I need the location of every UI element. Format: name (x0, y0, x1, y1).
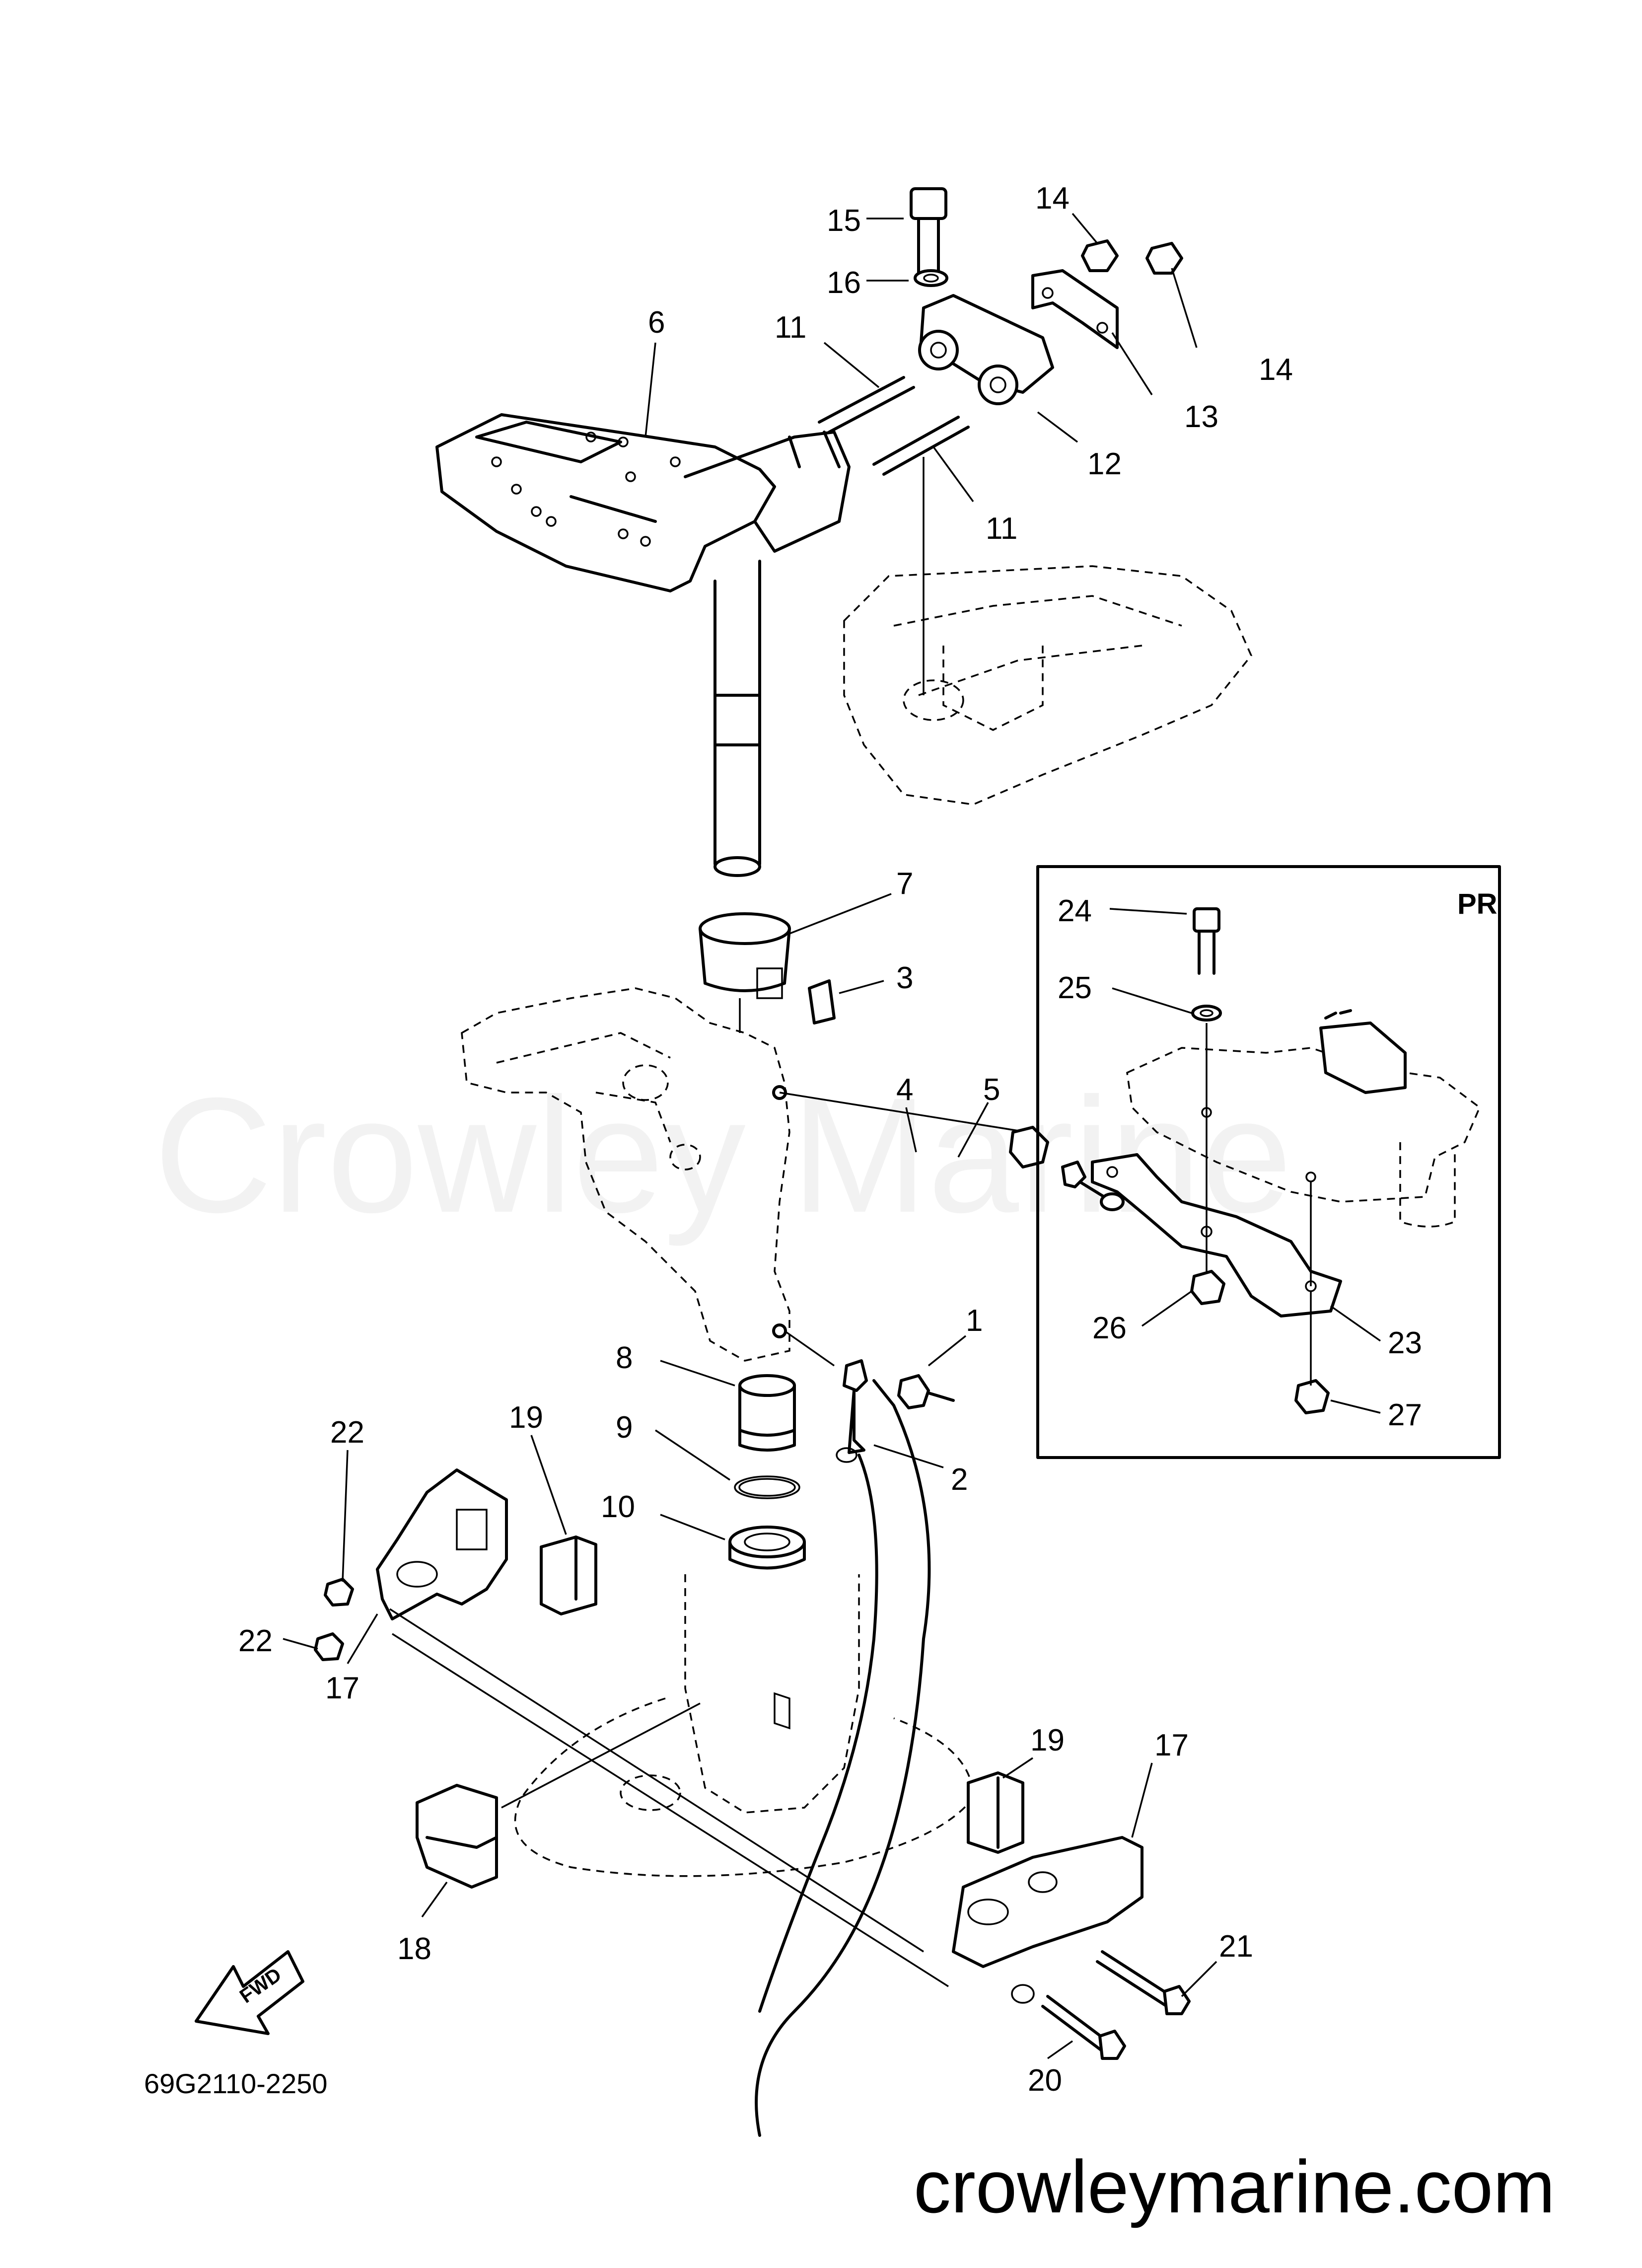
callout-8: 8 (616, 1341, 633, 1375)
callout-3: 3 (896, 961, 913, 995)
bushing (699, 912, 836, 1024)
inset-label: PR (1457, 888, 1498, 920)
callout-17a: 17 (325, 1671, 359, 1705)
callout-19a: 19 (509, 1400, 543, 1435)
fwd-arrow-icon: FWD (195, 1950, 304, 2035)
damper-mount (918, 294, 1054, 405)
pr-inset: PR (1036, 865, 1501, 1459)
rubber-blocks (540, 1536, 1024, 1854)
clamp-left (376, 1468, 949, 1987)
callout-1: 1 (966, 1304, 983, 1338)
mount-plate (1031, 269, 1119, 349)
upper-casing (843, 457, 1253, 805)
callout-11a: 11 (775, 310, 806, 345)
callout-4: 4 (896, 1073, 913, 1107)
callout-11b: 11 (986, 512, 1017, 546)
lower-unit (514, 1574, 974, 1877)
callout-16: 16 (827, 266, 861, 300)
callout-6: 6 (648, 305, 665, 340)
callout-10: 10 (601, 1490, 635, 1524)
clamp-right (952, 1836, 1143, 1968)
callout-26: 26 (1092, 1311, 1127, 1345)
callout-9: 9 (616, 1410, 633, 1445)
diagram-code: 69G2110-2250 (144, 2068, 328, 2099)
ground-wire (755, 1359, 955, 2137)
callout-13: 13 (1184, 400, 1218, 434)
lower-bushings (728, 1374, 806, 1570)
callout-23: 23 (1388, 1326, 1422, 1360)
leader-lines (283, 213, 1381, 2059)
watermark-text: Crowley Marine (154, 1063, 1292, 1247)
steering-bracket (435, 413, 851, 877)
hardware-top (910, 187, 1183, 287)
swivel-bracket (461, 987, 1028, 1367)
website-text: crowleymarine.com (914, 2145, 1555, 2228)
callout-24: 24 (1058, 894, 1092, 928)
clamp-bolts (1011, 1950, 1191, 2060)
callout-15: 15 (827, 204, 861, 238)
callout-22a: 22 (330, 1415, 364, 1450)
callout-20: 20 (1028, 2063, 1062, 2098)
callout-12: 12 (1087, 447, 1122, 481)
callout-7: 7 (896, 867, 913, 901)
callout-27: 27 (1388, 1398, 1422, 1432)
callout-21: 21 (1219, 1929, 1253, 1964)
callout-17b: 17 (1154, 1728, 1189, 1762)
callout-22b: 22 (238, 1624, 273, 1658)
callout-18: 18 (397, 1932, 431, 1966)
callout-25: 25 (1058, 971, 1092, 1005)
nuts-22 (314, 1578, 354, 1661)
callout-14b: 14 (1259, 353, 1293, 387)
callout-2: 2 (951, 1463, 968, 1497)
stud-bolts (818, 376, 970, 476)
callout-14a: 14 (1035, 181, 1070, 216)
callout-5: 5 (983, 1073, 1000, 1107)
callout-19b: 19 (1030, 1723, 1065, 1757)
clamp-block (416, 1702, 701, 1889)
callout-numbers: 15 16 14 14 13 12 11 11 6 7 3 4 5 1 2 8 … (238, 181, 1422, 2098)
